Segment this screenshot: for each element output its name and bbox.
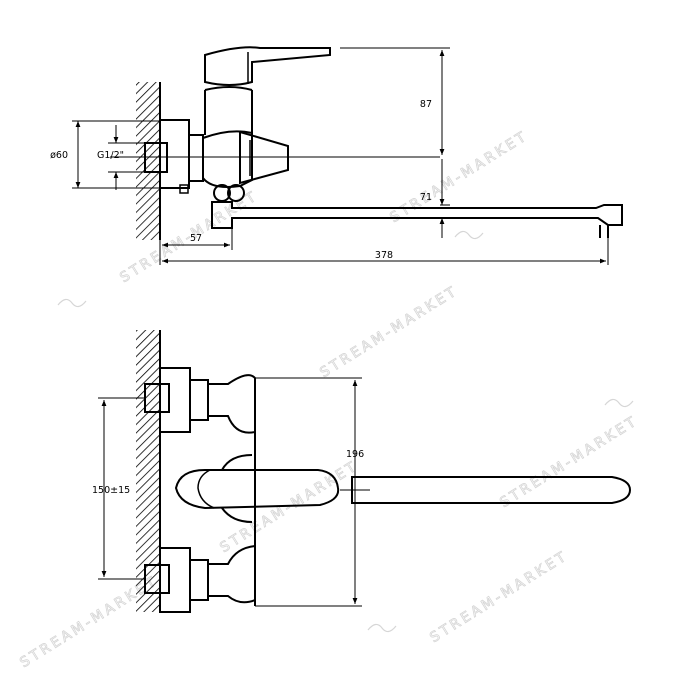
watermark-text: STREAM-MARKET	[497, 413, 641, 511]
upper-body-curve	[207, 374, 256, 434]
watermark-layer: STREAM-MARKET STREAM-MARKET STREAM-MARKE…	[17, 127, 642, 671]
eccentric-fitting	[144, 142, 168, 173]
dimension-label-71: 71	[420, 192, 432, 203]
front-view	[136, 330, 632, 613]
front-view-labels: 196 150±15	[92, 449, 364, 496]
decorative-cover	[159, 119, 190, 189]
front-view-dimensions	[98, 377, 362, 607]
watermark-text: STREAM-MARKET	[317, 283, 461, 381]
top-view	[110, 46, 623, 240]
watermark-text: STREAM-MARKET	[387, 128, 531, 226]
dimension-label-196: 196	[346, 449, 364, 460]
dimension-label-378: 378	[375, 250, 393, 261]
union-nut	[188, 134, 204, 182]
watermark-logo-icon	[454, 230, 484, 240]
fixing-screw	[179, 184, 189, 194]
upper-cover	[159, 367, 191, 433]
watermark-logo-icon	[604, 398, 634, 408]
wall-hatch	[136, 82, 160, 240]
lever-handle	[204, 46, 331, 86]
spout-front	[351, 476, 632, 504]
dimension-label-150: 150±15	[92, 485, 130, 496]
lever-front-stem	[221, 454, 253, 523]
lever-front	[174, 469, 340, 510]
lower-nut	[189, 559, 209, 601]
diverter-knob	[239, 130, 289, 185]
mixer-body	[202, 130, 253, 188]
knob-right	[227, 184, 245, 202]
watermark-logo-icon	[367, 623, 397, 633]
top-view-dimensions	[72, 47, 609, 265]
dimension-label-diameter: ø60	[50, 150, 68, 161]
top-view-labels: 87 71 57 378 ø60 G1/2"	[50, 99, 432, 261]
upper-nut	[189, 379, 209, 421]
watermark-logo-icon	[57, 298, 87, 308]
dimension-label-thread: G1/2"	[97, 150, 124, 161]
handle-base	[204, 86, 253, 91]
wall-hatch	[136, 330, 160, 612]
lower-cover	[159, 547, 191, 613]
handle-column	[204, 90, 253, 135]
dimension-label-57: 57	[190, 233, 202, 244]
watermark-text: STREAM-MARKET	[427, 548, 571, 646]
lever-front-inner	[197, 469, 215, 509]
lower-body-curve	[207, 544, 256, 604]
dimension-label-87: 87	[420, 99, 432, 110]
